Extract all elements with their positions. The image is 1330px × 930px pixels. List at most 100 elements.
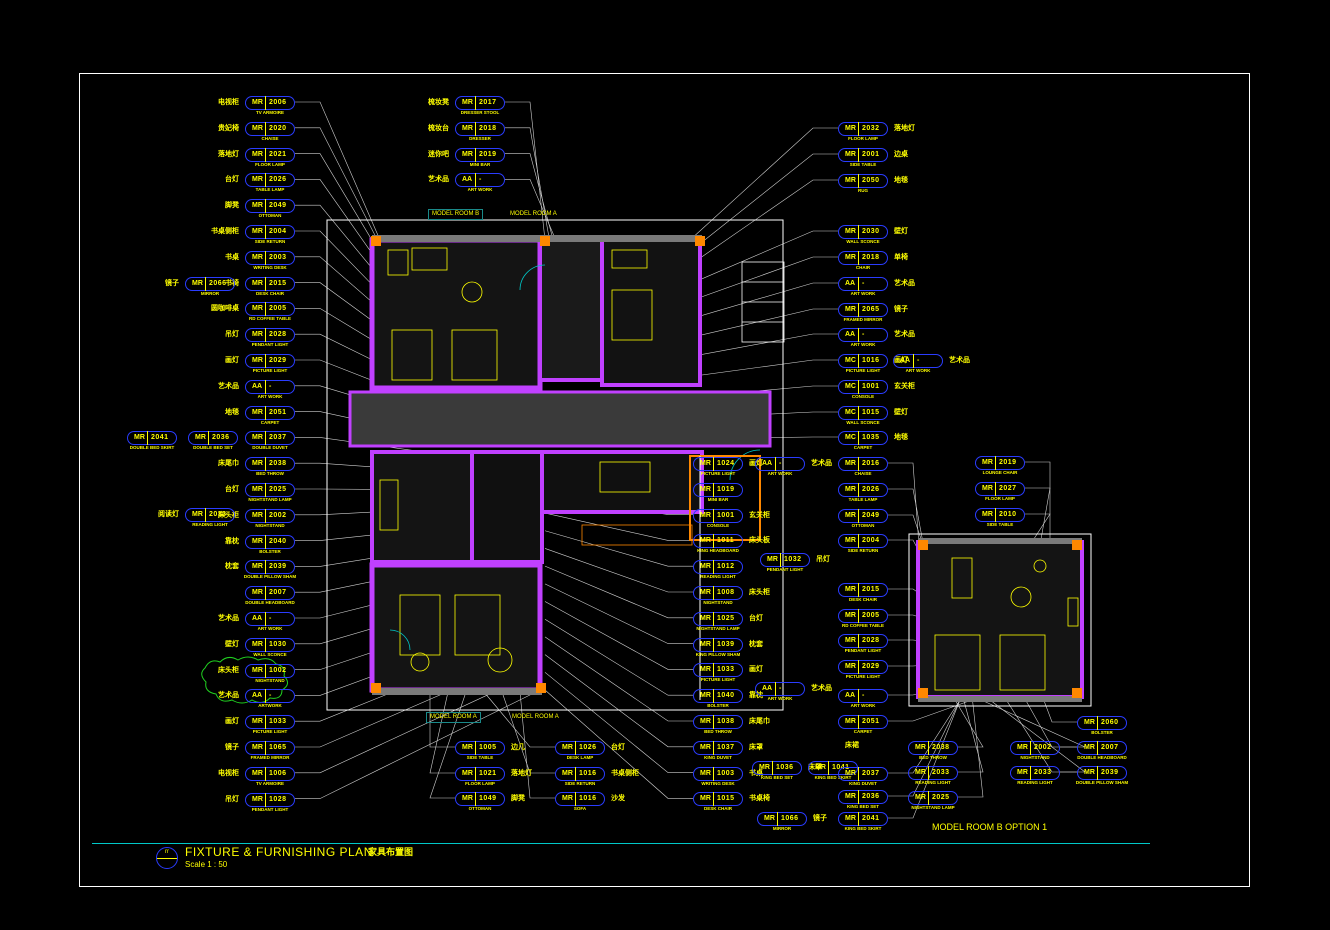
- tag-number: 1016: [579, 795, 597, 802]
- tag-label-cn: 靠枕: [225, 537, 239, 545]
- option1-outline: [908, 533, 1092, 707]
- tag-caption: RD COFFEE TABLE: [842, 623, 884, 628]
- console-area: [689, 455, 761, 541]
- tag-label-cn: 书桌椅: [749, 795, 770, 803]
- tag-pill: AA-: [245, 379, 295, 394]
- room-b-bath: [600, 238, 702, 387]
- tag-caption: BOLSTER: [259, 548, 281, 554]
- tag-code: MR: [700, 511, 711, 519]
- tag-caption: PENDANT LIGHT: [251, 342, 289, 348]
- leader-line: [505, 101, 546, 241]
- tag-number: 2015: [269, 279, 287, 287]
- tag-label-cn: 艺术品: [811, 460, 832, 467]
- tag-label-cn: 脚凳: [511, 795, 525, 802]
- leader-line: [501, 691, 555, 774]
- tag-caption: ART WORK: [850, 291, 876, 296]
- tag-code: AA: [462, 176, 473, 184]
- tag-code: MR: [700, 563, 711, 571]
- tag-caption: DOUBLE PILLOW SHAM: [1075, 780, 1129, 785]
- tag-code: MR: [1084, 744, 1095, 751]
- tag-label-cn: 落地灯: [511, 770, 532, 777]
- room-label-a-top: MODEL ROOM A: [510, 211, 557, 217]
- tag-number: 2018: [479, 124, 497, 132]
- tag-caption: FLOOR LAMP: [465, 781, 495, 786]
- tag-pill: AA-: [245, 612, 295, 626]
- tag-label-cn: 脚凳: [225, 202, 239, 210]
- tag-label-cn: 床罩: [808, 764, 822, 771]
- tag-label-cn: 边几: [511, 744, 525, 751]
- tag-number: 2038: [932, 744, 950, 751]
- tag-number: 1002: [269, 666, 287, 674]
- tag-caption: SIDE RETURN: [254, 239, 286, 244]
- furniture-tag: AA- ART WORK 艺术品: [428, 173, 505, 197]
- tag-code: MR: [845, 586, 856, 593]
- tag-number: 2028: [862, 637, 880, 644]
- furniture-tag: AA- ARTWORK 艺术品: [218, 689, 295, 713]
- tag-number: 1065: [269, 744, 287, 751]
- tag-code: MR: [700, 485, 711, 493]
- tag-label-cn: 玄关柜: [894, 383, 915, 390]
- furniture-tag: AA- ART WORK 艺术品: [838, 277, 915, 301]
- leader-line: [505, 179, 561, 251]
- leader-line: [544, 618, 693, 696]
- tag-label-cn: 台灯: [611, 744, 625, 751]
- tag-number: 2051: [269, 408, 287, 416]
- tag-code: AA: [252, 692, 263, 700]
- leader-line: [544, 601, 693, 670]
- tag-number: 2037: [269, 434, 287, 442]
- tag-code: MC: [845, 434, 856, 441]
- tag-code: MC: [845, 357, 856, 364]
- tag-code: MR: [252, 434, 263, 442]
- tag-label-cn: 梳妆台: [428, 124, 449, 132]
- tag-label-cn: 镜子: [894, 306, 908, 313]
- tag-code: AA: [900, 357, 911, 364]
- facade-bottom: [372, 688, 542, 695]
- tag-label-cn: 地毯: [894, 177, 908, 184]
- tag-number: -: [269, 382, 272, 390]
- tag-pill: AA-: [455, 173, 505, 188]
- tag-number: 2018: [862, 254, 880, 261]
- tag-label-cn: 画灯: [225, 357, 239, 364]
- leader-line: [681, 153, 838, 259]
- leader-line: [999, 689, 1077, 773]
- tag-caption: DOUBLE HEADBOARD: [245, 600, 295, 606]
- tag-code: MR: [700, 640, 711, 648]
- tag-caption: SOFA: [573, 806, 587, 811]
- tag-caption: PENDANT LIGHT: [766, 567, 804, 572]
- tag-code: MR: [462, 770, 473, 777]
- tag-caption: WRITING DESK: [253, 264, 287, 270]
- tag-caption: KING PILLOW SHAM: [695, 651, 741, 657]
- tag-number: -: [269, 692, 272, 700]
- tag-label-cn: 艺术品: [811, 685, 832, 692]
- tag-code: MR: [845, 815, 856, 822]
- tag-caption: NIGHTSTAND: [255, 522, 285, 528]
- tag-number: -: [779, 685, 782, 692]
